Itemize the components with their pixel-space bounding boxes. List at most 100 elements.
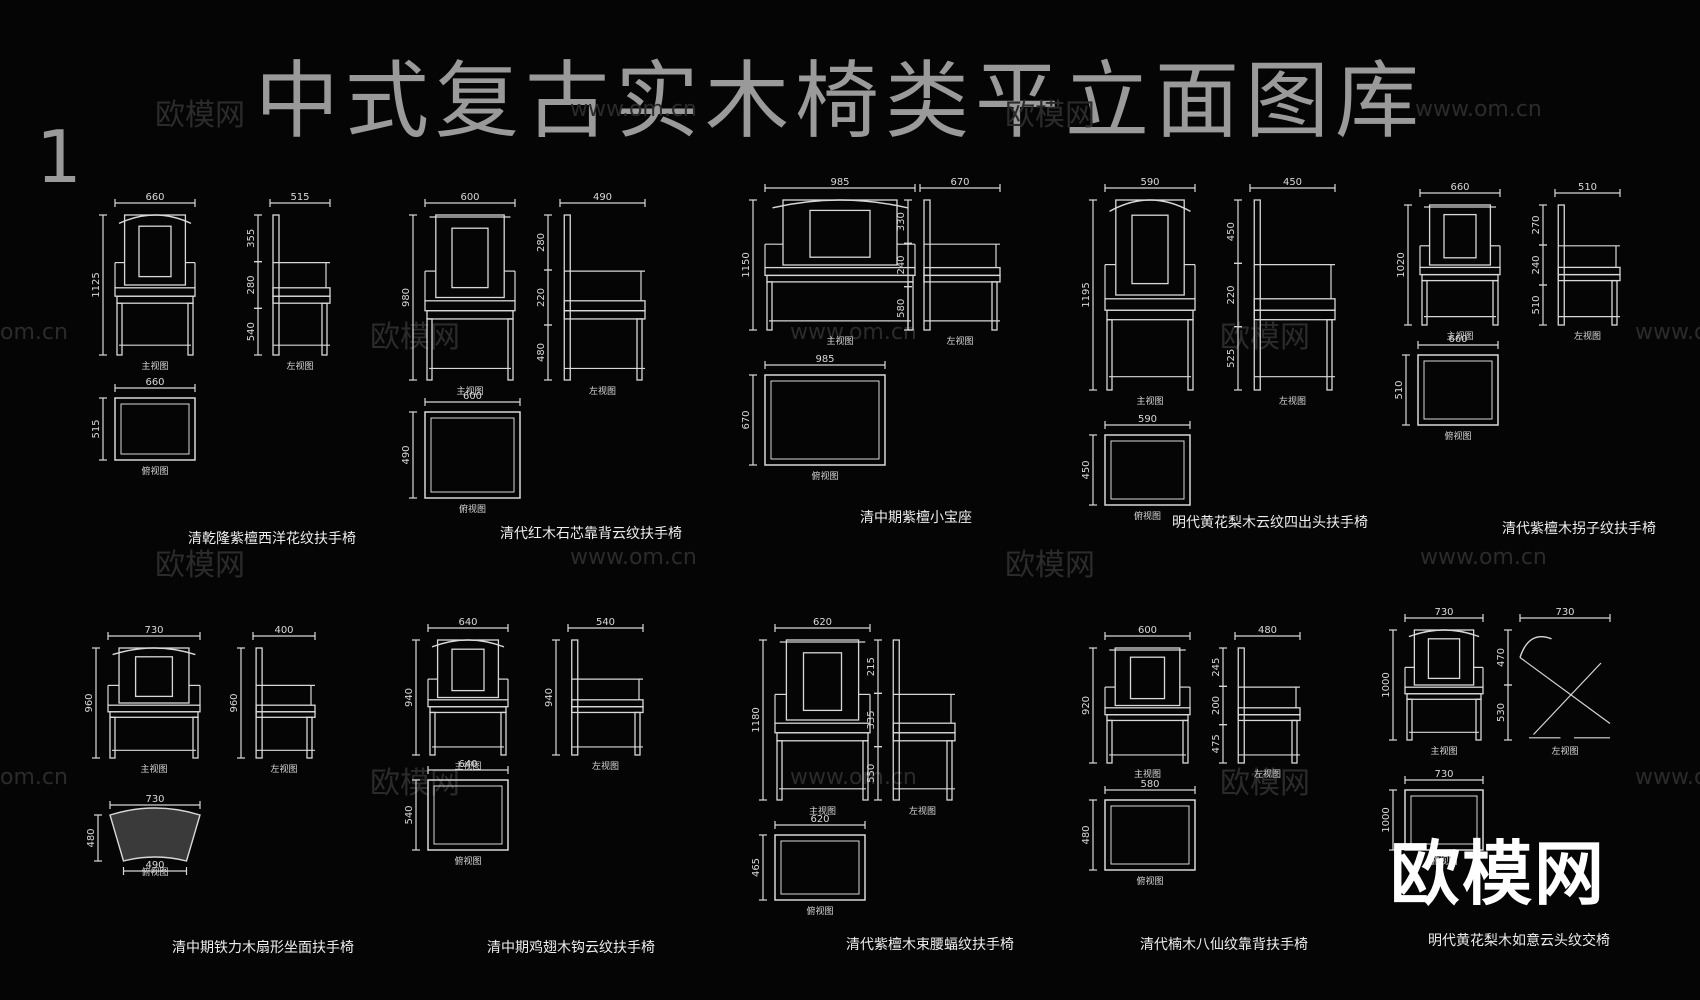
backrest-panel: [138, 225, 172, 278]
top-view-label: 俯视图: [806, 905, 833, 917]
watermark-url: www.om.cn: [790, 320, 917, 345]
top-view-label: 俯视图: [1134, 510, 1161, 522]
top-view-label: 俯视图: [141, 866, 168, 878]
side-view-label: 左视图: [270, 763, 297, 775]
chair-apron: [1237, 714, 1301, 722]
dimension-label: 940: [404, 688, 415, 707]
chair-seat: [774, 722, 871, 734]
dimension-label: 450: [1081, 460, 1092, 479]
dimension-label: 540: [596, 617, 615, 628]
watermark-url: om.cn: [0, 320, 68, 345]
watermark-brand: 欧模网: [370, 766, 460, 801]
chair-caption: 清乾隆紫檀西洋花纹扶手椅: [188, 531, 356, 547]
dimension-label: 540: [404, 805, 415, 824]
backrest-panel: [451, 648, 485, 692]
backrest-panel: [134, 656, 174, 698]
chair-seat: [1104, 298, 1196, 311]
backrest-panel: [1129, 656, 1166, 700]
top-view: [424, 411, 521, 499]
dimension-label: 480: [536, 343, 547, 362]
chair-caption: 清代楠木八仙纹靠背扶手椅: [1140, 937, 1308, 953]
chair-leg: [109, 716, 116, 759]
watermark-url: www.om.cn: [1415, 97, 1542, 122]
dimension-label: 220: [536, 288, 547, 307]
top-view-label: 俯视图: [1444, 430, 1471, 442]
side-elevation: [272, 214, 331, 356]
dimension-label: 660: [145, 377, 164, 388]
dimension-label: 620: [813, 617, 832, 628]
chair-backrest: [435, 214, 505, 299]
watermark-brand: 欧模网: [1220, 766, 1310, 801]
watermark-brand: 欧模网: [1220, 320, 1310, 355]
dimension-label: 240: [896, 255, 907, 274]
seat-inner: [770, 380, 880, 460]
dimension-label: 450: [1283, 177, 1302, 188]
front-view-label: 主视图: [1136, 395, 1163, 407]
chair-seat: [571, 699, 644, 708]
dimension-label: 580: [1140, 779, 1159, 790]
side-elevation: [255, 647, 316, 759]
dimension-label: 960: [229, 693, 240, 712]
chair-apron: [766, 274, 914, 283]
chair-caption: 清中期紫檀小宝座: [860, 510, 972, 526]
chair-seat: [563, 300, 646, 312]
watermark-brand: 欧模网: [155, 548, 245, 583]
seat-outline: [1404, 789, 1484, 851]
chair-leg: [500, 711, 507, 756]
chair-leg: [1475, 698, 1482, 741]
seat-inner: [1410, 795, 1478, 845]
seat-inner: [780, 840, 860, 895]
chair-apron: [1421, 273, 1499, 282]
dimension-label: 1000: [1381, 807, 1392, 832]
side-elevation: [1253, 199, 1336, 391]
front-view-label: 主视图: [1430, 745, 1457, 757]
front-view-label: 主视图: [1134, 768, 1161, 780]
side-view-label: 左视图: [1279, 395, 1306, 407]
chair-apron: [563, 310, 646, 320]
chair-leg: [1421, 279, 1428, 326]
chair-apron: [109, 711, 199, 718]
chair-leg: [1291, 719, 1298, 764]
dimension-label: 1150: [741, 252, 752, 277]
chair-caption: 清中期铁力木扇形坐面扶手椅: [172, 940, 354, 956]
brand-logo: 欧模网: [1390, 833, 1606, 915]
top-view: [1104, 434, 1191, 506]
front-elevation: [1419, 204, 1501, 326]
dimension-label: 475: [1211, 734, 1222, 753]
dimension-label: 600: [1138, 625, 1157, 636]
top-view-label: 俯视图: [1136, 875, 1163, 887]
dimension-label: 330: [896, 212, 907, 231]
dimension-label: 515: [91, 419, 102, 438]
dimension-label: 1180: [751, 707, 762, 732]
seat-inner: [1110, 440, 1185, 500]
back-post: [1557, 204, 1565, 326]
chair-leg: [426, 318, 433, 381]
chair-caption: 明代黄花梨木云纹四出头扶手椅: [1172, 515, 1368, 531]
dimension-label: 525: [1226, 349, 1237, 368]
backrest-panel: [809, 209, 871, 258]
dimension-label: 480: [86, 828, 97, 847]
dimension-label: 640: [458, 759, 477, 770]
dimension-label: 510: [1578, 182, 1597, 193]
chair-caption: 清中期鸡翅木钩云纹扶手椅: [487, 940, 655, 956]
dimension-label: 670: [950, 177, 969, 188]
side-view-label: 左视图: [1551, 745, 1578, 757]
chair-seat: [923, 266, 1001, 277]
watermark-brand: 欧模网: [1005, 98, 1095, 133]
chair-seat: [1404, 686, 1484, 695]
chair-leg: [1182, 719, 1189, 764]
dimension-label: 355: [246, 229, 257, 248]
chair-seat: [892, 722, 956, 734]
side-view-label: 左视图: [286, 360, 313, 372]
chair-backrest: [1115, 199, 1185, 296]
watermark-url: www.om.cn: [1420, 545, 1547, 570]
dimension-label: 480: [1258, 625, 1277, 636]
seat-inner: [433, 785, 503, 845]
dimension-label: 660: [145, 192, 164, 203]
chair-apron: [1406, 693, 1482, 700]
backrest-panel: [451, 227, 489, 289]
crest-rail: [112, 647, 196, 656]
chair-leg: [507, 318, 514, 381]
seat-outline: [1417, 354, 1499, 426]
dimension-label: 980: [401, 288, 412, 307]
